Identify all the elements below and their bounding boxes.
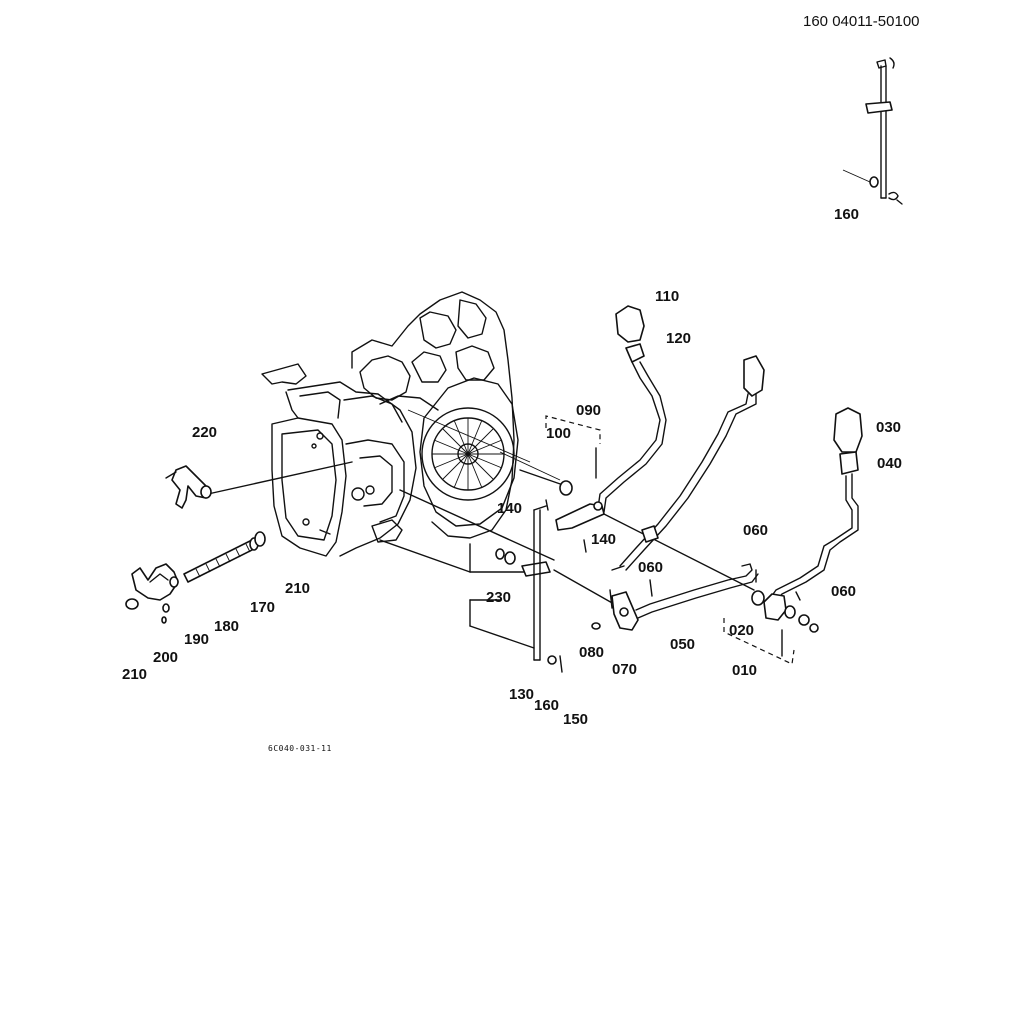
label-160: 160 [534, 697, 560, 714]
label-170: 170 [250, 599, 276, 616]
label-120: 120 [666, 330, 692, 347]
label-140-a: 140 [497, 500, 523, 517]
label-040: 040 [877, 455, 903, 472]
label-050: 050 [670, 636, 696, 653]
label-090: 090 [576, 402, 602, 419]
label-070: 070 [612, 661, 638, 678]
label-150: 150 [563, 711, 589, 728]
label-190: 190 [184, 631, 210, 648]
washers-230 [495, 548, 516, 565]
label-200: 200 [153, 649, 179, 666]
label-060-a: 060 [743, 522, 769, 539]
leader-lines [207, 409, 755, 649]
label-160-inset: 160 [834, 206, 860, 223]
label-030: 030 [876, 419, 902, 436]
transmission-housing [261, 291, 519, 557]
label-220: 220 [192, 424, 218, 441]
part-number-header: 160 04011-50100 [803, 13, 920, 30]
lever-long-center [611, 355, 765, 571]
label-020: 020 [729, 622, 755, 639]
lever-050 [591, 563, 759, 631]
inset-rod-detail [842, 57, 903, 205]
lever-110-120 [545, 305, 667, 553]
label-060-b: 060 [638, 559, 664, 576]
label-140-b: 140 [591, 531, 617, 548]
shift-rod-170 [183, 531, 266, 583]
label-210-a: 210 [285, 580, 311, 597]
assembly-bracket-090 [545, 415, 601, 444]
label-230: 230 [486, 589, 512, 606]
label-060-c: 060 [831, 583, 857, 600]
shift-fork-180 [125, 563, 179, 624]
label-010: 010 [732, 662, 758, 679]
figure-reference: 6C040-031-11 [268, 744, 332, 753]
label-210-b: 210 [122, 666, 148, 683]
rod-130 [521, 505, 563, 673]
label-080: 080 [579, 644, 605, 661]
lever-030-040 [751, 407, 863, 657]
label-100: 100 [546, 425, 572, 442]
shift-fork-220 [165, 465, 212, 509]
label-130: 130 [509, 686, 535, 703]
label-180: 180 [214, 618, 240, 635]
label-110: 110 [655, 288, 680, 305]
